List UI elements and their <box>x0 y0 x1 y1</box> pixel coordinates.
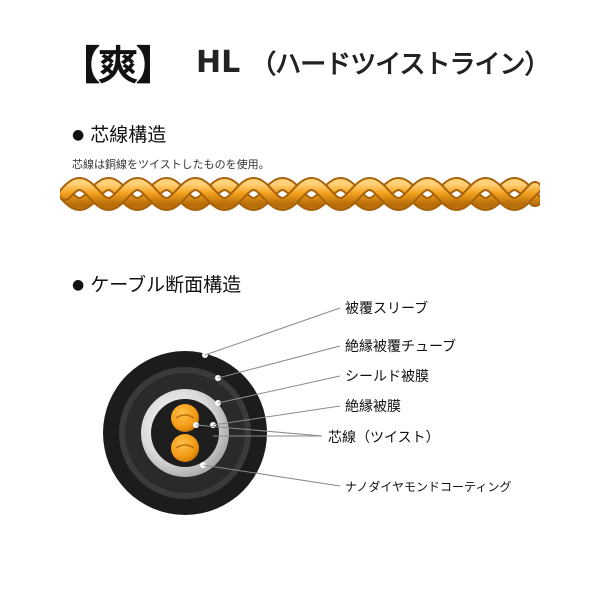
brand-name: 【爽】 <box>60 43 176 89</box>
leader-lines <box>195 307 341 487</box>
core-wire-top <box>171 404 199 432</box>
core-wire-bottom <box>171 434 199 462</box>
label-sleeve: 被覆スリーブ <box>345 301 429 317</box>
twisted-wire-illustration <box>60 176 540 212</box>
core-structure-heading: ● 芯線構造 <box>72 120 166 147</box>
label-insulation-film: 絶縁被膜 <box>345 399 401 415</box>
label-insulation-tube: 絶縁被覆チューブ <box>345 339 457 355</box>
model-name: HL <box>196 44 241 80</box>
bullet-icon: ● <box>72 127 85 143</box>
cross-section-heading: ● ケーブル断面構造 <box>72 270 241 297</box>
label-nano-diamond-coating: ナノダイヤモンドコーティング <box>345 480 512 494</box>
label-shield-film: シールド被膜 <box>345 369 429 385</box>
insulation-film <box>151 399 219 467</box>
bullet-icon: ● <box>72 277 85 293</box>
core-structure-title: 芯線構造 <box>90 124 167 146</box>
label-core-twist: 芯線（ツイスト） <box>328 430 440 446</box>
model-description: （ハードツイストライン） <box>250 49 550 80</box>
page-title: 【爽】 HL （ハードツイストライン） <box>60 38 550 89</box>
core-structure-note: 芯線は銅線をツイストしたものを使用。 <box>72 158 270 171</box>
cross-section-title: ケーブル断面構造 <box>90 274 242 296</box>
wire-strand <box>60 178 540 210</box>
